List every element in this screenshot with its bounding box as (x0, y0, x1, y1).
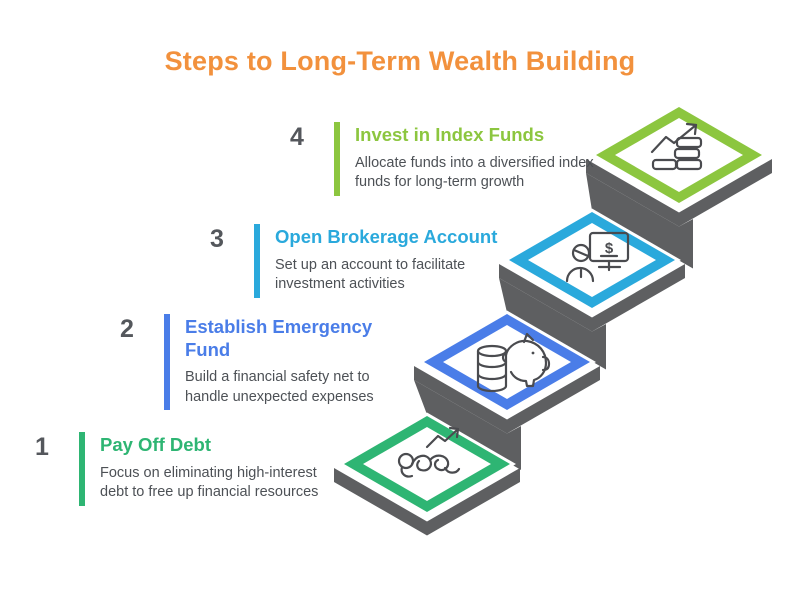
growth-chart-coin-stacks-icon (650, 122, 703, 171)
step-2-riser-face (414, 380, 521, 470)
step-2-tread-slab (414, 366, 600, 434)
step-4-riser-face (586, 173, 693, 269)
step-1-text-block: 1 Pay Off Debt Focus on eliminating high… (29, 432, 348, 506)
step-4-description: Allocate funds into a diversified index … (355, 154, 594, 191)
step-1-diamond-face (363, 427, 491, 501)
step-2-text-block: 2 Establish Emergency Fund Build a finan… (114, 314, 417, 410)
step-1-heading: Pay Off Debt (100, 434, 212, 455)
step-3-riser-face (499, 278, 606, 370)
step-3-description: Set up an account to facilitate investme… (275, 256, 466, 293)
step-2-accent-bar (164, 314, 170, 410)
step-3-heading: Open Brokerage Account (275, 226, 498, 247)
piggy-bank-coin-stack-icon (476, 332, 551, 393)
step-2-heading: Establish Emergency Fund (185, 316, 373, 360)
staircase-step-3: $ (499, 208, 685, 370)
step-2-number: 2 (120, 315, 134, 343)
staircase-step-1 (334, 412, 520, 536)
step-4-text-block: 4 Invest in Index Funds Allocate funds i… (284, 122, 597, 196)
step-3-accent-bar (254, 224, 260, 298)
person-dollar-screen-icon: $ (565, 231, 630, 283)
step-1-number: 1 (35, 433, 49, 461)
step-3-text-block: 3 Open Brokerage Account Set up an accou… (204, 224, 503, 298)
step-3-tread-slab (499, 264, 685, 332)
step-4-accent-bar (334, 122, 340, 196)
crawling-person-growth-arrow-icon (397, 426, 461, 478)
staircase-step-4 (586, 103, 772, 269)
step-4-tread-slab (586, 159, 772, 227)
step-4-heading: Invest in Index Funds (355, 124, 545, 145)
step-3-number: 3 (210, 225, 224, 253)
step-1-accent-bar (79, 432, 85, 506)
page-title: Steps to Long-Term Wealth Building (164, 46, 636, 76)
step-1-description: Focus on eliminating high-interest debt … (100, 464, 319, 501)
step-2-description: Build a financial safety net to handle u… (185, 369, 374, 405)
staircase-step-2 (414, 310, 600, 470)
svg-text:$: $ (605, 240, 614, 257)
step-1-tread-slab (334, 468, 520, 536)
step-4-diamond-face (615, 118, 743, 192)
step-4-number: 4 (290, 123, 304, 151)
